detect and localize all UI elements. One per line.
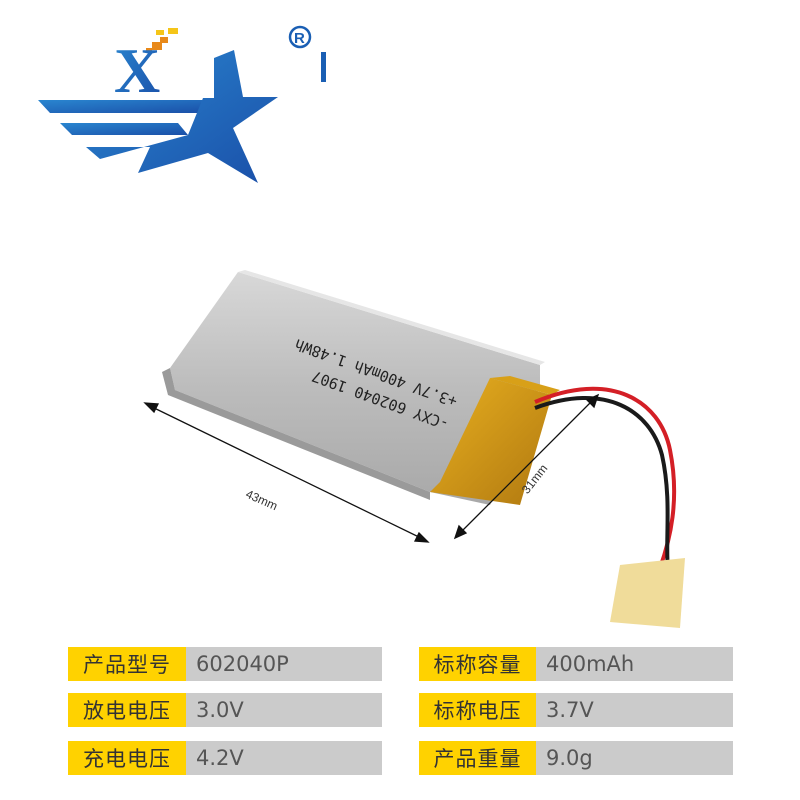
spec-row-model: 产品型号 602040P: [68, 647, 382, 681]
spec-label: 产品重量: [419, 741, 536, 775]
spec-row-nominal-voltage: 标称电压 3.7V: [419, 693, 733, 727]
spec-value: 3.0V: [186, 693, 382, 727]
spec-value: 9.0g: [536, 741, 733, 775]
spec-row-charge-voltage: 充电电压 4.2V: [68, 741, 382, 775]
spec-label: 充电电压: [68, 741, 186, 775]
spec-label: 放电电压: [68, 693, 186, 727]
spec-row-weight: 产品重量 9.0g: [419, 741, 733, 775]
brand-logo: X R: [38, 10, 338, 185]
spec-label: 标称容量: [419, 647, 536, 681]
spec-row-discharge-voltage: 放电电压 3.0V: [68, 693, 382, 727]
pixel-squares-icon: [146, 28, 178, 53]
spec-value: 4.2V: [186, 741, 382, 775]
spec-label: 产品型号: [68, 647, 186, 681]
spec-value: 400mAh: [536, 647, 733, 681]
svg-text:R: R: [294, 30, 305, 47]
battery-product-image: -CXY 602040 1907 +3.7V 400mAh 1.48Wh 43m…: [140, 250, 720, 640]
spec-value: 3.7V: [536, 693, 733, 727]
spec-row-capacity: 标称容量 400mAh: [419, 647, 733, 681]
spec-label: 标称电压: [419, 693, 536, 727]
spec-value: 602040P: [186, 647, 382, 681]
logo-x-letter: X: [114, 35, 160, 106]
